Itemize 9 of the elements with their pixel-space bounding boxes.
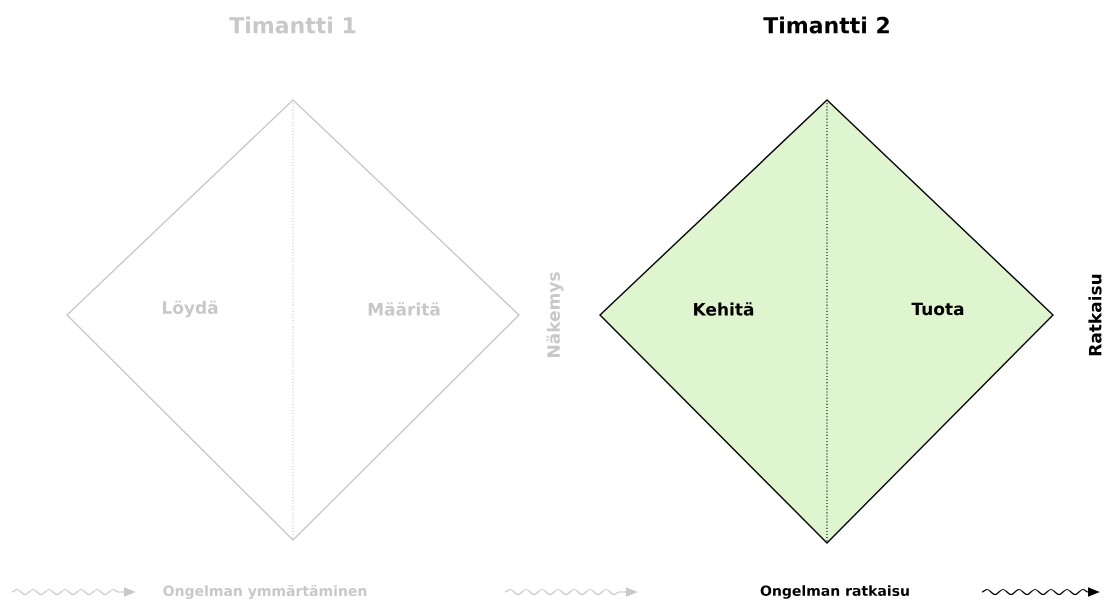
diamond-title: Timantti 2 [763, 16, 889, 34]
node-label: Kehitä [694, 302, 754, 316]
diamond [599, 99, 1054, 544]
diamond-half: Kehitä [600, 100, 827, 543]
diamond-half: Tuota [827, 100, 1053, 543]
axis-label: Ongelman ratkaisu [760, 585, 909, 599]
axis-label: Ratkaisu [1088, 274, 1102, 356]
node-label: Tuota [911, 302, 964, 316]
diamond [66, 99, 520, 541]
